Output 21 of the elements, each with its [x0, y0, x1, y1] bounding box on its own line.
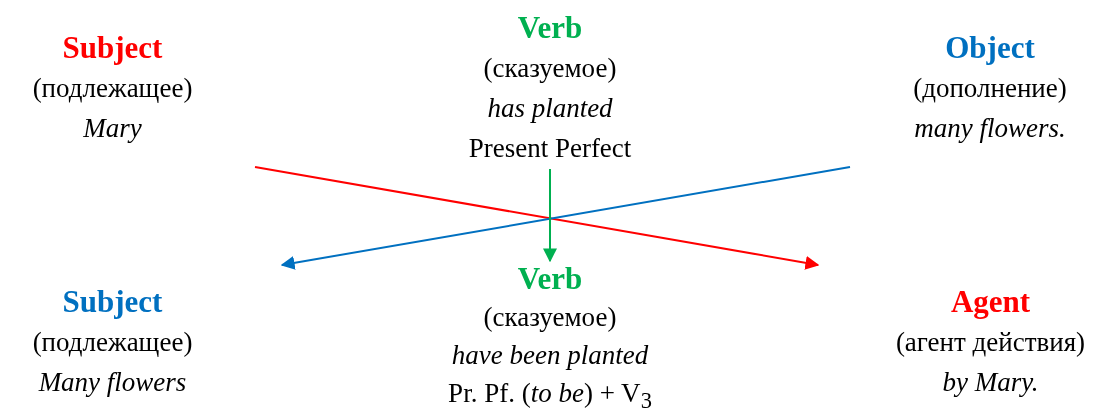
translation: (подлежащее) — [31, 72, 194, 105]
heading: Object — [944, 29, 1036, 67]
translation: (дополнение) — [912, 72, 1068, 105]
heading: Subject — [61, 283, 164, 321]
example-phrase: Many flowers — [37, 366, 188, 399]
example-phrase: many flowers. — [913, 112, 1067, 145]
heading: Verb — [516, 260, 584, 298]
example-phrase: by Mary. — [941, 366, 1040, 399]
translation: (сказуемое) — [482, 301, 618, 334]
arrow — [543, 168, 557, 263]
tense-note: Present Perfect — [467, 132, 633, 165]
translation: (подлежащее) — [31, 326, 194, 359]
heading: Subject — [61, 29, 164, 67]
translation: (сказуемое) — [482, 52, 618, 85]
heading: Verb — [516, 9, 584, 47]
translation: (агент действия) — [894, 326, 1087, 359]
example-phrase: have been planted — [450, 339, 650, 372]
tense-note: Pr. Pf. (to be) + V$_{3}$ — [447, 377, 653, 416]
example-phrase: Mary — [82, 112, 143, 145]
example-phrase: has planted — [486, 92, 614, 125]
heading: Agent — [949, 283, 1032, 321]
